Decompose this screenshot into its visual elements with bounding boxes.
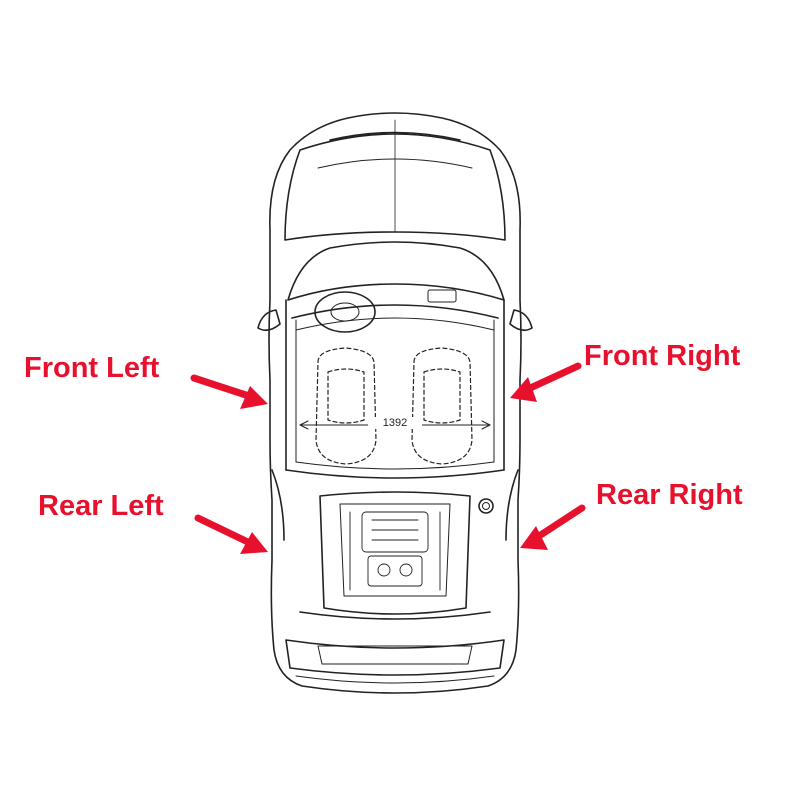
car-windshield — [287, 241, 505, 301]
car-dashboard — [291, 304, 499, 319]
steering-wheel — [314, 291, 376, 333]
arrow-front-left — [190, 374, 268, 409]
car-hood — [284, 133, 506, 241]
arrow-rear-left — [194, 514, 268, 554]
dimension-label: 1392 — [368, 417, 422, 429]
label-front-left: Front Left — [24, 352, 160, 384]
mirror-left — [257, 309, 281, 332]
label-rear-left: Rear Left — [38, 490, 164, 522]
seat-left — [315, 347, 377, 465]
arrow-rear-right — [520, 504, 586, 550]
seat-right — [411, 347, 473, 465]
rear-bumper — [285, 639, 505, 676]
mirror-right — [509, 309, 533, 332]
car-body-outline — [268, 112, 522, 694]
label-front-right: Front Right — [584, 340, 741, 372]
label-rear-right: Rear Right — [596, 479, 743, 511]
arrow-front-right — [510, 362, 582, 402]
engine-bay — [319, 491, 471, 615]
fuel-cap — [478, 498, 494, 514]
